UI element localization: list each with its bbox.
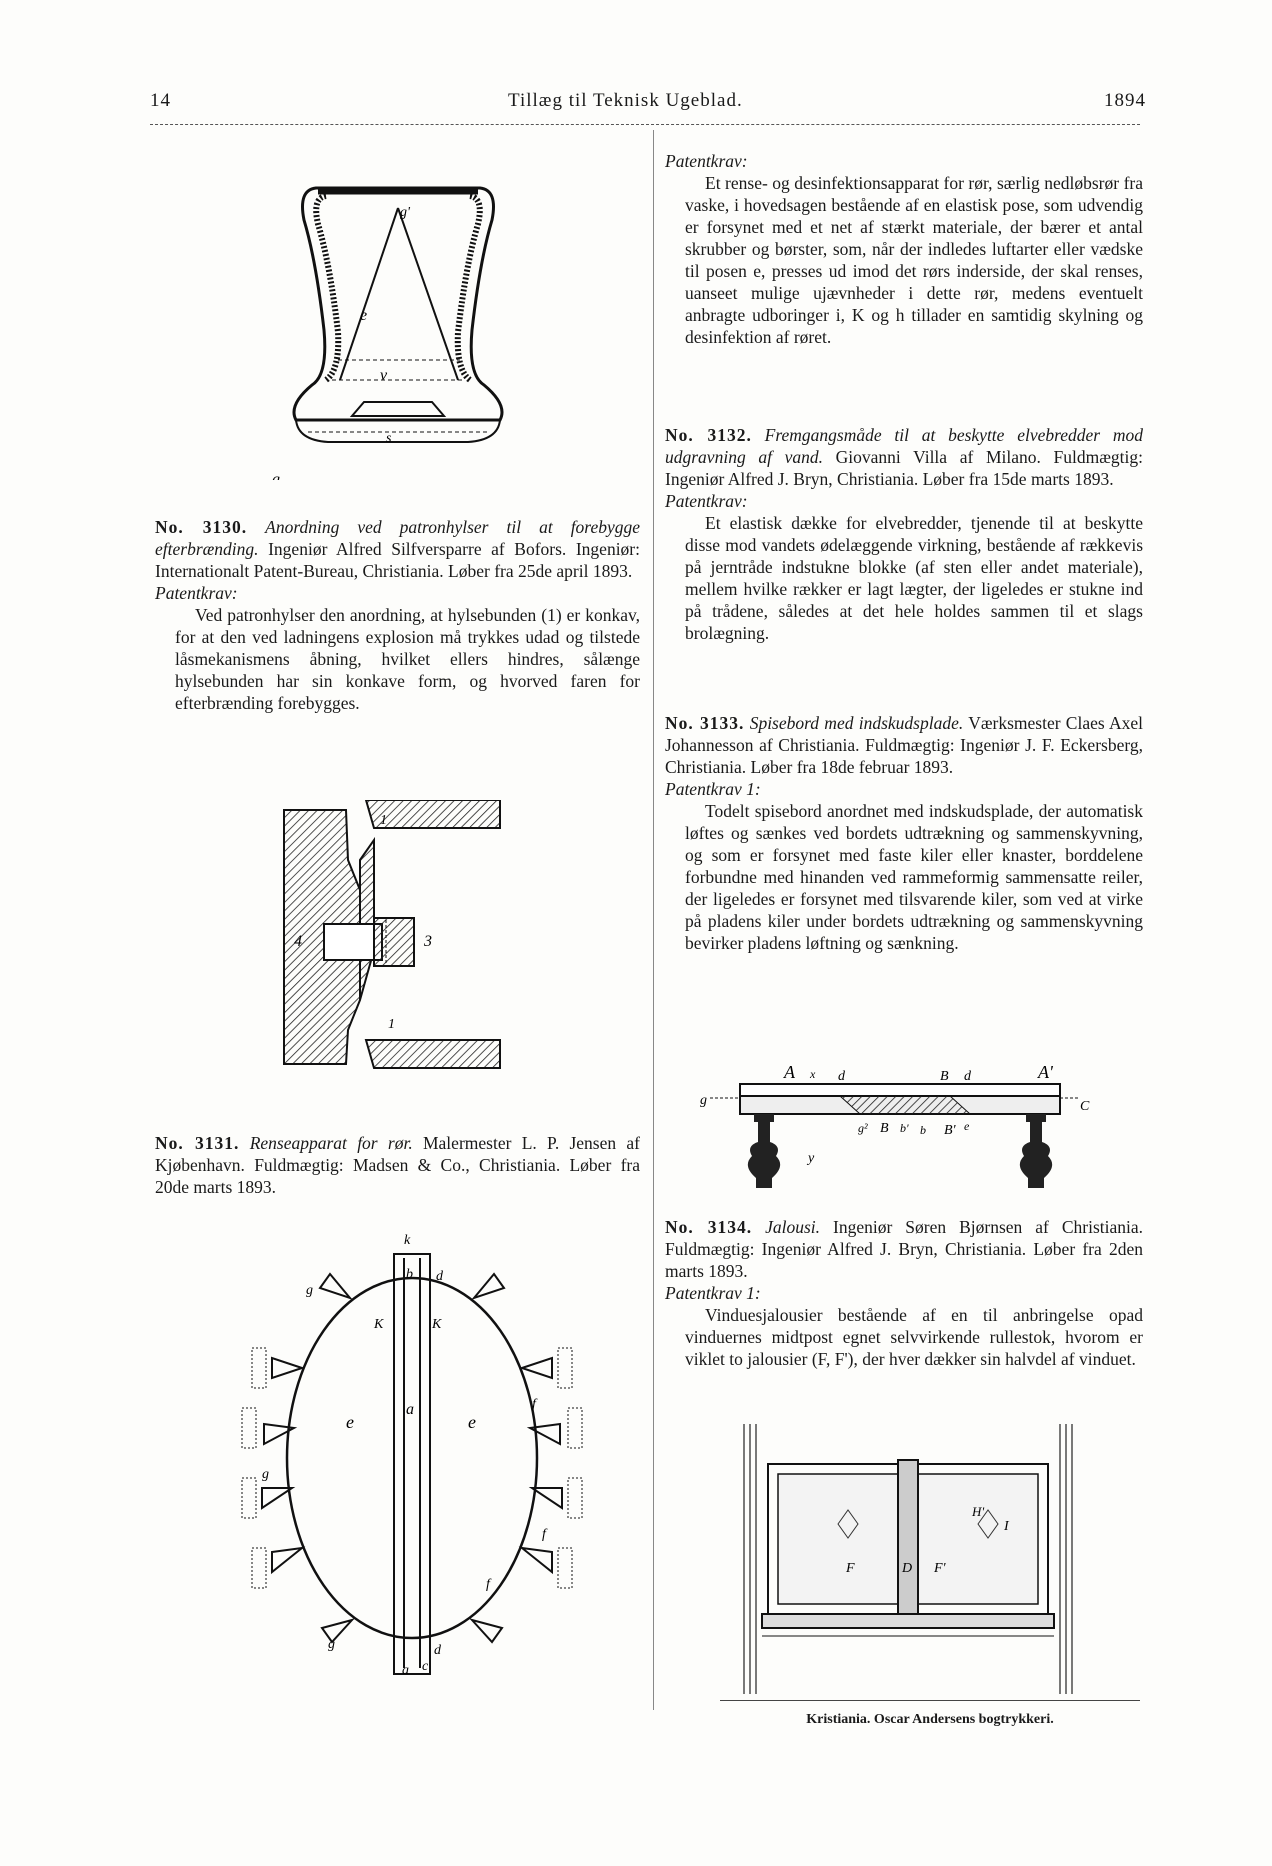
entry-number: No. 3130. xyxy=(155,517,248,537)
fig2-label: 3 xyxy=(423,933,432,950)
figure-pipe-cleaner: k b d g K K e a e f g f g f d c a xyxy=(241,1233,583,1678)
fig3-label: d xyxy=(434,1643,442,1658)
fig4-label: B xyxy=(940,1069,949,1084)
claim-label: Patentkrav: xyxy=(155,583,238,603)
entry-title: Fremgangsmåde til at beskytte elvebredde… xyxy=(665,425,1143,467)
figure-window-blinds: F D F' H' I xyxy=(743,1424,1073,1694)
footer-rule xyxy=(720,1700,1140,1701)
entry-title: Anordning ved patronhylser til at foreby… xyxy=(155,517,641,559)
page-number: 14 xyxy=(150,90,171,111)
fig3-label: g xyxy=(306,1283,313,1298)
fig3-label: f xyxy=(542,1527,548,1542)
fig3-label: b xyxy=(406,1267,413,1282)
entry-number: No. 3134. xyxy=(665,1217,753,1237)
fig3-label: K xyxy=(373,1317,384,1332)
entry-byline: Malermester L. P. Jensen af Kjøbenhavn. … xyxy=(155,1133,641,1197)
fig5-label: F' xyxy=(933,1561,947,1576)
fig2-label: 1 xyxy=(388,1017,395,1032)
claim-text: Ved patronhylser den anordning, at hylse… xyxy=(175,605,640,713)
fig4-label: A xyxy=(783,1062,796,1082)
fig2-label: 4 xyxy=(294,933,302,950)
column-rule xyxy=(653,130,654,1710)
entry-byline: Ingeniør Søren Bjørnsen af Christiania. … xyxy=(665,1217,1144,1281)
fig2-label: 1 xyxy=(380,813,387,828)
fig3-label: g xyxy=(328,1637,335,1652)
fig3-label: a xyxy=(402,1663,409,1678)
entry-title: Jalousi. xyxy=(765,1217,821,1237)
fig4-label: d xyxy=(964,1069,972,1084)
entry-3131-claim: Patentkrav: Et rense- og desinfektionsap… xyxy=(665,150,1143,348)
fig3-label: f xyxy=(532,1397,538,1412)
entry-number: No. 3133. xyxy=(665,713,745,733)
printer-imprint: Kristiania. Oscar Andersens bogtrykkeri. xyxy=(806,1712,1054,1727)
entry-number: No. 3131. xyxy=(155,1133,240,1153)
fig5-label: H' xyxy=(971,1504,984,1519)
fig5-label: F xyxy=(845,1561,855,1576)
fig3-label: e xyxy=(346,1412,354,1432)
figure-table: A x d B d A' g C g² B b' b B' e y xyxy=(700,1062,1090,1188)
claim-label: Patentkrav 1: xyxy=(665,1283,761,1303)
header-rule xyxy=(150,124,1140,125)
fig3-label: c xyxy=(422,1659,429,1674)
fig3-label: d xyxy=(436,1269,444,1284)
fig3-label: a xyxy=(406,1401,414,1418)
fig1-label: s xyxy=(386,431,392,446)
fig1-label: e xyxy=(360,307,367,324)
claim-text: Vinduesjalousier bestående af en til anb… xyxy=(685,1305,1143,1369)
claim-text: Todelt spisebord anordnet med indskudspl… xyxy=(685,801,1143,953)
claim-text: Et elastisk dække for elvebredder, tjene… xyxy=(685,513,1143,643)
fig1-label: g xyxy=(272,471,280,480)
fig4-label: B xyxy=(880,1121,889,1136)
entry-byline: Giovanni Villa af Milano. Fuldmægtig: In… xyxy=(665,447,1143,489)
fig1-label: g' xyxy=(400,205,411,220)
fig4-label: B' xyxy=(944,1123,957,1138)
running-title: Tillæg til Teknisk Ugeblad. xyxy=(508,90,743,111)
fig4-label: e xyxy=(964,1119,970,1133)
figure-cartridge: g' e v s g xyxy=(272,186,504,480)
fig3-label: e xyxy=(468,1412,476,1432)
figure-cartridge-section: 1 4 3 1 xyxy=(283,800,501,1069)
entry-byline: Værksmester Claes Axel Johannesson af Ch… xyxy=(665,713,1143,777)
fig4-label: g xyxy=(700,1093,707,1108)
fig3-label: g xyxy=(262,1467,269,1482)
fig4-label: b' xyxy=(900,1121,909,1135)
entry-title: Spisebord med indskudsplade. xyxy=(749,713,964,733)
fig3-label: k xyxy=(404,1233,411,1248)
entry-3131-heading: No. 3131. Renseapparat for rør. Malermes… xyxy=(155,1132,640,1198)
fig5-label: I xyxy=(1003,1519,1010,1534)
entry-3132: No. 3132. Fremgangsmåde til at beskytte … xyxy=(665,424,1143,644)
entry-3133: No. 3133. Spisebord med indskudsplade. V… xyxy=(665,712,1143,954)
entry-byline: Ingeniør Alfred Silfversparre af Bofors.… xyxy=(155,539,640,581)
fig3-label: f xyxy=(486,1577,492,1592)
fig4-label: y xyxy=(806,1151,815,1166)
fig4-label: C xyxy=(1080,1099,1090,1114)
claim-text: Et rense- og desinfektionsapparat for rø… xyxy=(685,173,1143,347)
entry-number: No. 3132. xyxy=(665,425,752,445)
fig4-label: g² xyxy=(858,1121,868,1135)
fig5-label: D xyxy=(901,1561,912,1576)
fig4-label: d xyxy=(838,1069,846,1084)
claim-label: Patentkrav 1: xyxy=(665,779,761,799)
fig1-label: v xyxy=(380,367,388,384)
claim-label: Patentkrav: xyxy=(665,491,748,511)
fig4-label: b xyxy=(920,1123,926,1137)
entry-3130: No. 3130. Anordning ved patronhylser til… xyxy=(155,516,640,714)
fig3-label: K xyxy=(431,1317,442,1332)
fig4-label: x xyxy=(809,1067,816,1081)
claim-label: Patentkrav: xyxy=(665,151,748,171)
page-year: 1894 xyxy=(1104,90,1146,111)
entry-title: Renseapparat for rør. xyxy=(249,1133,413,1153)
fig4-label: A' xyxy=(1037,1062,1054,1082)
entry-3134: No. 3134. Jalousi. Ingeniør Søren Bjørns… xyxy=(665,1216,1143,1370)
